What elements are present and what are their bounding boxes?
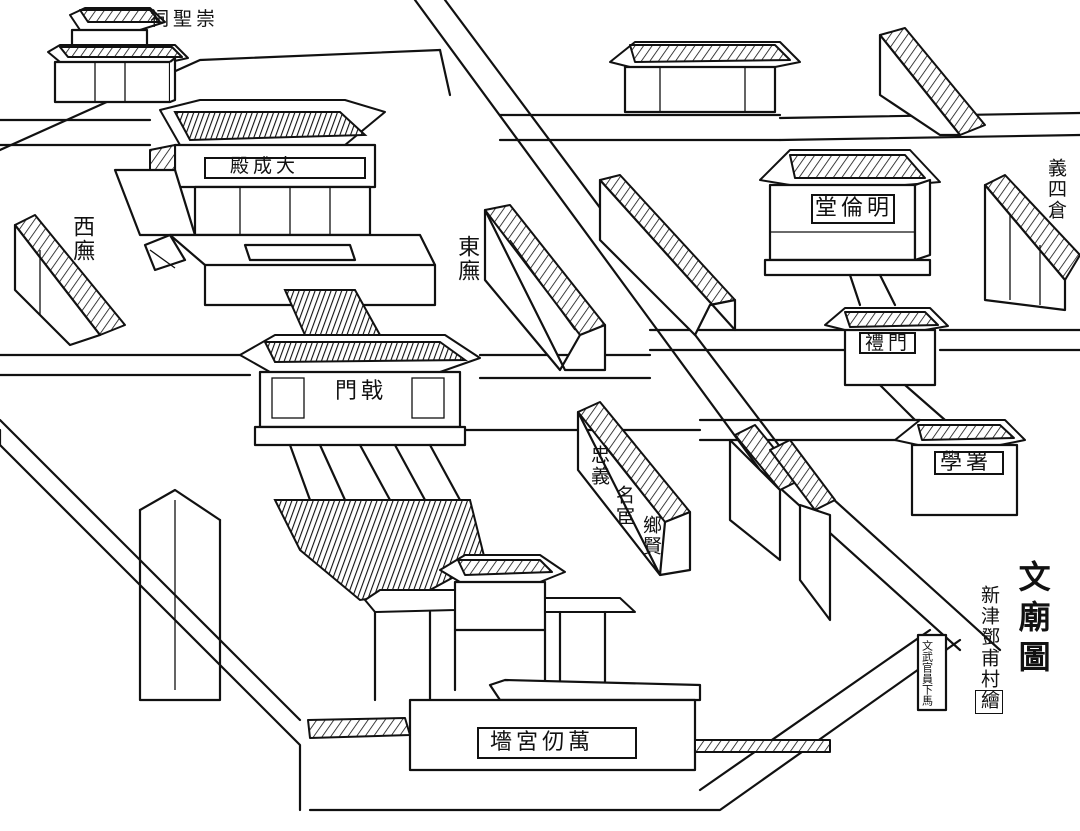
label-dacheng-dian: 殿成大 (230, 155, 300, 177)
label-minghuan: 名宦 (612, 485, 635, 527)
dong-wu (483, 204, 607, 372)
label-xue-shu: 學署 (940, 450, 993, 475)
label-wanren-gongqiang: 墻宮仞萬 (490, 730, 595, 755)
map-title: 文廟圖 (1013, 560, 1052, 680)
label-chongsheng-ci: 祠聖崇 (150, 8, 220, 30)
label-li-men: 禮門 (865, 332, 912, 354)
li-men (824, 307, 949, 422)
minglun-tang (759, 149, 941, 307)
label-dong-wu: 東廡 (454, 235, 480, 283)
panchi-pond (273, 499, 487, 602)
dacheng-dian (113, 99, 437, 336)
label-ji-men: 門戟 (335, 379, 388, 404)
xue-shu (894, 419, 1026, 517)
label-xi-wu: 西廡 (69, 215, 95, 263)
artist-seal (975, 690, 1003, 714)
top-pavilion (609, 41, 801, 114)
right-corridors (598, 27, 1080, 337)
label-xiangxian: 鄉賢 (639, 515, 662, 557)
label-minglun-tang: 堂倫明 (815, 196, 894, 221)
chongsheng-ci (47, 7, 189, 104)
wanren-gongqiang (307, 678, 831, 772)
label-yi-cang: 義四倉 (1044, 158, 1067, 221)
ji-men (239, 334, 481, 502)
label-xiama-bei: 文武官員下馬 (920, 640, 934, 706)
xi-wu (13, 214, 126, 347)
outer-walls (0, 0, 1080, 812)
shrines (576, 401, 948, 712)
author-credit: 新津鄧甫村繪 (977, 585, 1000, 711)
label-zhongyi: 忠義 (587, 445, 610, 487)
